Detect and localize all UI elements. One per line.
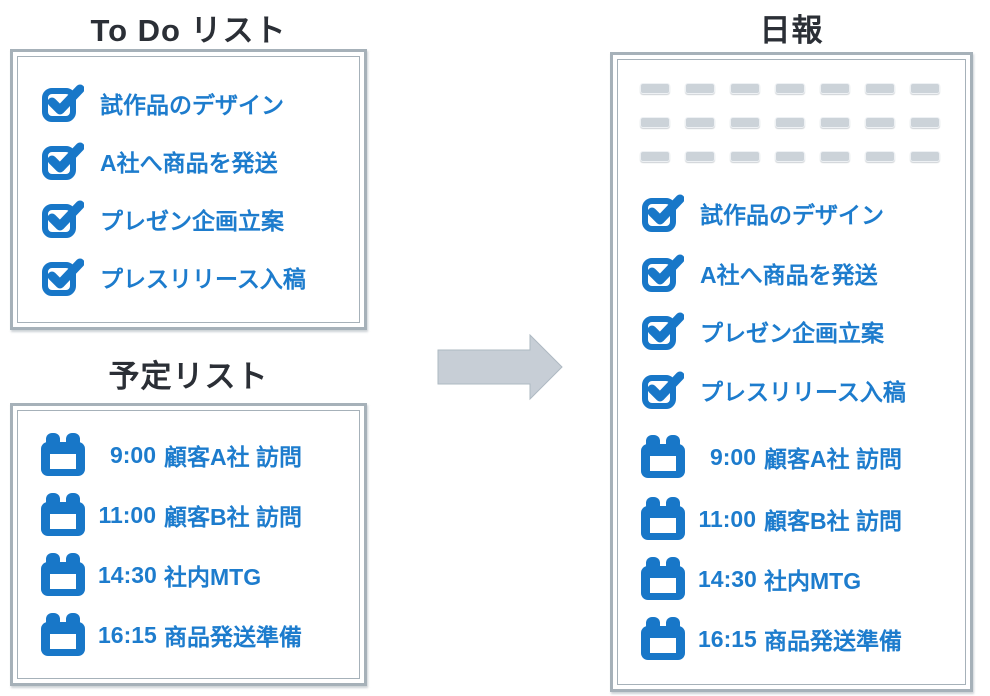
report-todo-label: A社へ商品を発送 <box>700 262 878 288</box>
todo-list-panel-inner: 試作品のデザイン A社へ商品を発送 プレゼン企画立案 プレスリリース入稿 <box>17 56 360 323</box>
report-schedule-label: 社内MTG <box>764 568 862 594</box>
placeholder-dash <box>730 117 760 128</box>
placeholder-dash <box>820 151 850 162</box>
placeholder-dash <box>865 117 895 128</box>
report-todo-label: プレスリリース入稿 <box>700 379 906 405</box>
calendar-icon <box>41 493 85 536</box>
report-todo-label: 試作品のデザイン <box>700 202 884 228</box>
calendar-icon <box>641 435 685 478</box>
schedule-item: 9:00 顧客A社 訪問 <box>18 433 359 477</box>
calendar-icon <box>41 553 85 596</box>
placeholder-dash <box>685 117 715 128</box>
placeholder-dash <box>640 83 670 94</box>
todo-item-label: A社へ商品を発送 <box>100 150 278 176</box>
placeholder-dash <box>685 83 715 94</box>
calendar-icon <box>641 617 685 660</box>
schedule-item-label: 顧客A社 訪問 <box>164 444 302 470</box>
report-schedule-label: 顧客B社 訪問 <box>764 508 902 534</box>
report-schedule-time: 11:00 <box>698 505 756 532</box>
report-schedule-time: 9:00 <box>709 443 756 470</box>
placeholder-dash <box>775 83 805 94</box>
schedule-list-title: 予定リスト <box>108 359 269 394</box>
todo-item: A社へ商品を発送 <box>18 139 359 183</box>
todo-item-label: プレスリリース入稿 <box>100 266 306 292</box>
todo-list-panel: 試作品のデザイン A社へ商品を発送 プレゼン企画立案 プレスリリース入稿 <box>10 49 367 330</box>
report-todo-item: プレゼン企画立案 <box>618 309 965 353</box>
placeholder-dash <box>730 83 760 94</box>
todo-list-title: To Do リスト <box>90 13 287 48</box>
schedule-item-time: 16:15 <box>98 621 157 648</box>
report-schedule-item: 9:00 顧客A社 訪問 <box>618 435 965 479</box>
checkbox-checked-icon <box>640 191 684 235</box>
report-todo-label: プレゼン企画立案 <box>700 320 884 346</box>
checkbox-checked-icon <box>40 81 84 125</box>
calendar-icon <box>641 497 685 540</box>
placeholder-line-row <box>640 117 940 128</box>
placeholder-lines <box>640 83 940 185</box>
report-schedule-label: 商品発送準備 <box>764 628 902 654</box>
report-schedule-label: 顧客A社 訪問 <box>764 446 902 472</box>
report-schedule-item: 16:15 商品発送準備 <box>618 617 965 661</box>
todo-item-label: プレゼン企画立案 <box>100 208 284 234</box>
placeholder-dash <box>910 117 940 128</box>
schedule-item: 11:00 顧客B社 訪問 <box>18 493 359 537</box>
checkbox-checked-icon <box>40 197 84 241</box>
placeholder-dash <box>775 117 805 128</box>
report-todo-item: A社へ商品を発送 <box>618 251 965 295</box>
todo-item: プレスリリース入稿 <box>18 255 359 299</box>
schedule-item: 16:15 商品発送準備 <box>18 613 359 657</box>
checkbox-checked-icon <box>40 255 84 299</box>
placeholder-dash <box>640 117 670 128</box>
schedule-item-label: 顧客B社 訪問 <box>164 504 302 530</box>
checkbox-checked-icon <box>640 309 684 353</box>
calendar-icon <box>641 557 685 600</box>
report-schedule-item: 14:30 社内MTG <box>618 557 965 601</box>
placeholder-dash <box>730 151 760 162</box>
checkbox-checked-icon <box>640 251 684 295</box>
placeholder-dash <box>910 83 940 94</box>
todo-item-label: 試作品のデザイン <box>100 92 284 118</box>
placeholder-line-row <box>640 151 940 162</box>
schedule-list-panel: 9:00 顧客A社 訪問 11:00 顧客B社 訪問 14:30 社内MTG 1… <box>10 403 367 686</box>
report-schedule-time: 16:15 <box>698 625 757 652</box>
placeholder-dash <box>865 151 895 162</box>
report-schedule-item: 11:00 顧客B社 訪問 <box>618 497 965 541</box>
report-schedule-time: 14:30 <box>698 565 757 592</box>
todo-item: 試作品のデザイン <box>18 81 359 125</box>
placeholder-dash <box>775 151 805 162</box>
checkbox-checked-icon <box>640 368 684 412</box>
placeholder-dash <box>865 83 895 94</box>
report-panel-inner: 試作品のデザイン A社へ商品を発送 プレゼン企画立案 プレスリリース入稿 9:0… <box>617 59 966 685</box>
calendar-icon <box>41 613 85 656</box>
schedule-list-panel-inner: 9:00 顧客A社 訪問 11:00 顧客B社 訪問 14:30 社内MTG 1… <box>17 410 360 679</box>
placeholder-dash <box>820 83 850 94</box>
placeholder-dash <box>685 151 715 162</box>
arrow-right-icon <box>437 333 564 401</box>
report-panel: 試作品のデザイン A社へ商品を発送 プレゼン企画立案 プレスリリース入稿 9:0… <box>610 52 973 692</box>
schedule-item-time: 11:00 <box>98 501 156 528</box>
placeholder-dash <box>640 151 670 162</box>
schedule-item-label: 社内MTG <box>164 564 262 590</box>
calendar-icon <box>41 433 85 476</box>
schedule-item: 14:30 社内MTG <box>18 553 359 597</box>
checkbox-checked-icon <box>40 139 84 183</box>
placeholder-dash <box>820 117 850 128</box>
placeholder-dash <box>910 151 940 162</box>
schedule-item-time: 9:00 <box>109 441 156 468</box>
placeholder-line-row <box>640 83 940 94</box>
schedule-item-label: 商品発送準備 <box>164 624 302 650</box>
report-todo-item: 試作品のデザイン <box>618 191 965 235</box>
todo-item: プレゼン企画立案 <box>18 197 359 241</box>
schedule-item-time: 14:30 <box>98 561 157 588</box>
report-todo-item: プレスリリース入稿 <box>618 368 965 412</box>
report-title: 日報 <box>759 13 824 48</box>
